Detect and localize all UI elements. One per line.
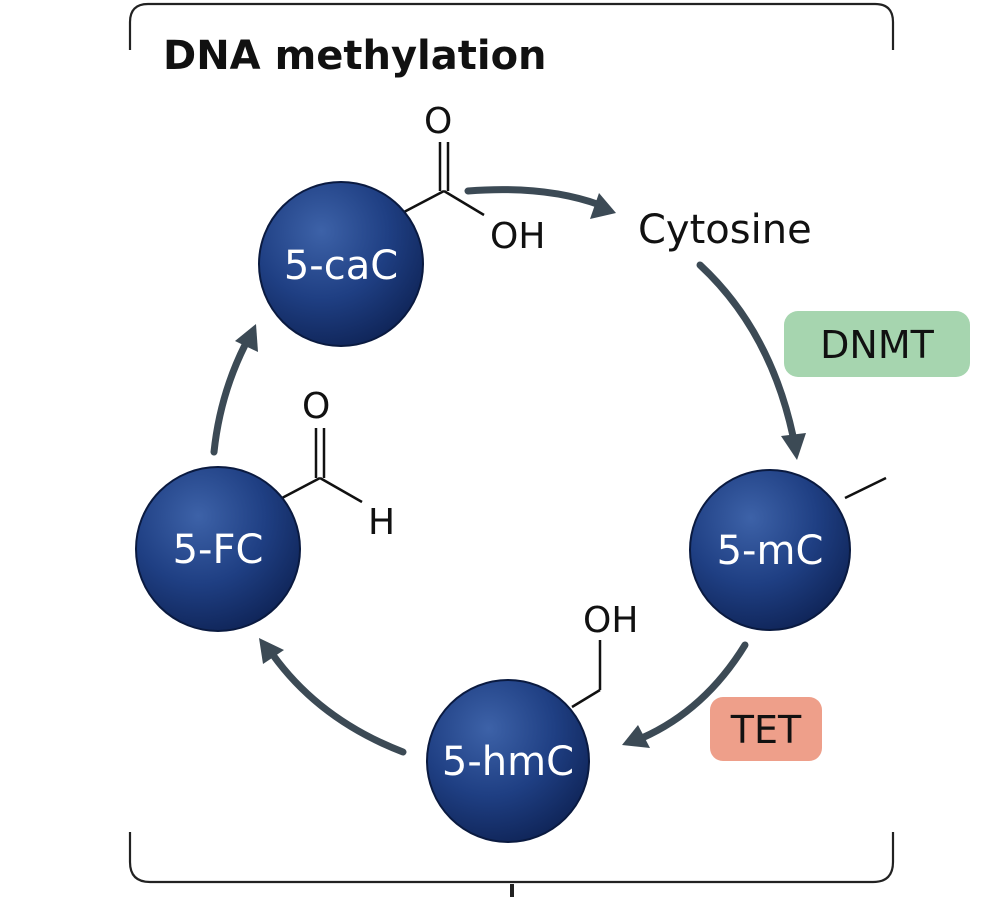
top-bracket — [128, 2, 895, 50]
hmc-hydroxyl-label: OH — [583, 600, 638, 641]
fc-hydrogen-label: H — [368, 502, 395, 543]
cac-bond-1 — [403, 189, 445, 214]
node-5-cac: 5-caC — [258, 181, 424, 347]
arrow-hmc-to-fc — [269, 651, 407, 756]
node-5-mc: 5-mC — [689, 469, 851, 631]
node-5-fc-label: 5-FC — [173, 527, 264, 573]
tet-badge-bg — [710, 697, 822, 761]
arrowhead-mc-to-hmc — [622, 725, 650, 748]
arrowhead-cytosine-to-mc — [781, 433, 806, 460]
node-5-cac-sphere — [258, 181, 424, 347]
node-5-mc-sphere — [689, 469, 851, 631]
dnmt-badge: DNMT — [784, 311, 970, 377]
arrowhead-hmc-to-fc — [259, 638, 284, 664]
hmc-bond-1 — [571, 688, 601, 709]
arrowhead-fc-to-cac — [235, 324, 258, 352]
cac-hydroxyl-label: OH — [490, 216, 545, 257]
node-5-cac-label: 5-caC — [284, 243, 398, 289]
bottom-bracket — [128, 832, 895, 884]
fc-oxygen-label: O — [302, 386, 330, 427]
diagram-title: DNA methylation — [163, 33, 547, 79]
cytosine-label: Cytosine — [638, 207, 812, 253]
node-5-hmc-sphere — [426, 679, 590, 843]
cac-oxygen-label: O — [424, 101, 452, 142]
arrow-mc-to-hmc — [638, 641, 749, 742]
node-5-fc-sphere — [135, 466, 301, 632]
arrowhead-cac-to-cytosine — [590, 193, 616, 219]
node-5-hmc-label: 5-hmC — [442, 739, 574, 785]
cac-bond-oh — [443, 189, 485, 217]
cycle-arrows — [210, 186, 806, 756]
arrow-cytosine-to-mc — [696, 261, 797, 440]
tet-badge: TET — [710, 697, 822, 761]
dnmt-label: DNMT — [820, 323, 934, 367]
node-5-hmc: 5-hmC — [426, 679, 590, 843]
arrow-cac-to-cytosine — [464, 186, 604, 209]
node-5-fc: 5-FC — [135, 466, 301, 632]
arrow-fc-to-cac — [210, 341, 249, 456]
node-5-mc-label: 5-mC — [717, 528, 824, 574]
fc-bond-h — [319, 476, 363, 504]
fc-bond-1 — [281, 476, 321, 500]
tet-label: TET — [730, 708, 802, 752]
dnmt-badge-bg — [784, 311, 970, 377]
mc-methyl-bond — [844, 476, 887, 500]
chemical-groups — [281, 142, 887, 709]
